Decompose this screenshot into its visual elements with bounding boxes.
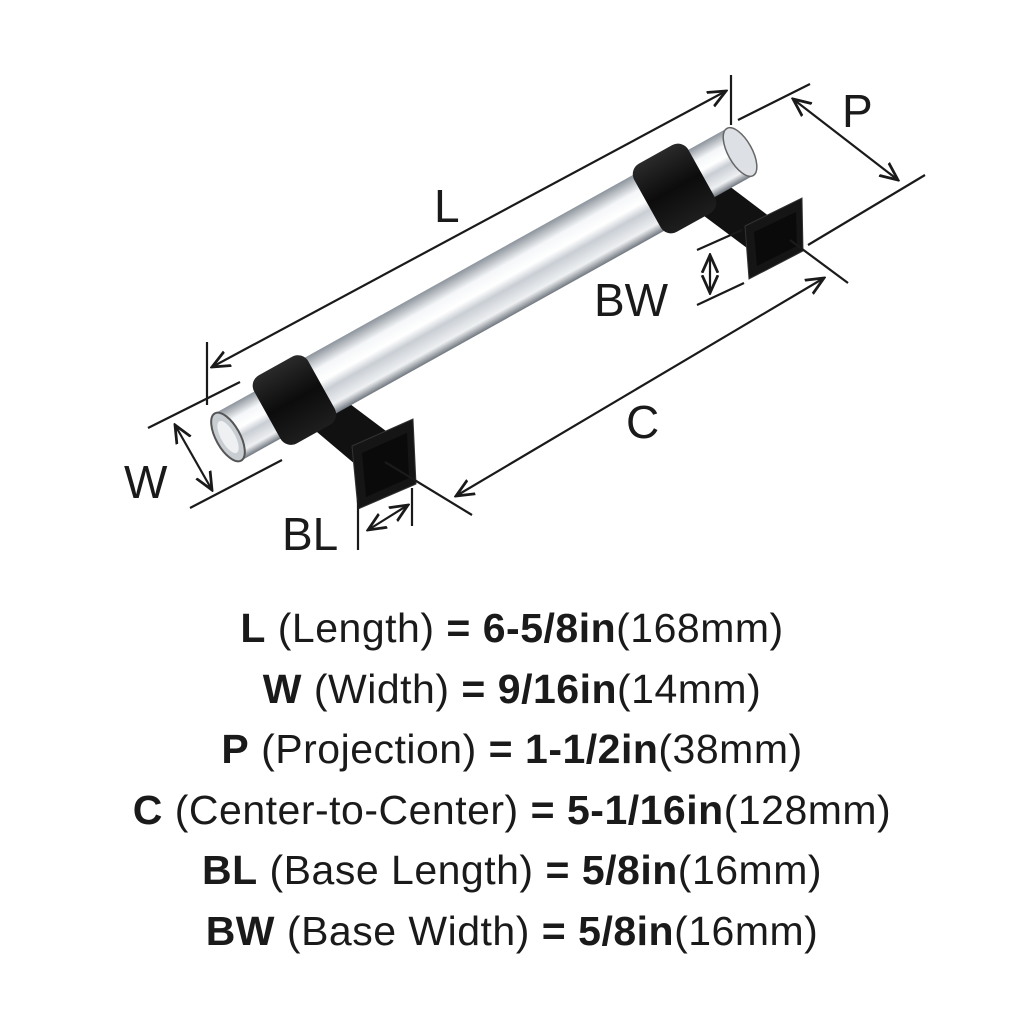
spec-inch: 5/8in [578,907,675,954]
spec-eq: = [446,605,471,651]
spec-name: (Width) [313,665,450,712]
dimension-lines [147,75,926,550]
spec-length: L (Length) = 6-5/8in(168mm) [0,598,1024,659]
label-p: P [842,85,873,137]
spec-key: L [240,605,266,651]
spec-eq: = [545,847,570,893]
spec-name: (Base Length) [269,847,534,893]
label-bw: BW [594,274,669,326]
spec-eq: = [461,665,486,712]
spec-name: (Base Width) [286,907,530,954]
spec-mm: (38mm) [658,726,803,772]
spec-key: P [221,726,250,772]
spec-inch: 5/8in [581,847,678,893]
spec-mm: (168mm) [616,605,784,651]
spec-base-width: BW (Base Width) = 5/8in(16mm) [0,901,1024,962]
spec-width: W (Width) = 9/16in(14mm) [0,659,1024,720]
spec-base-length: BL (Base Length) = 5/8in(16mm) [0,840,1024,901]
spec-key: C [132,786,163,833]
label-l: L [434,180,460,232]
handle-dimension-drawing: L P W BW C BL [124,75,926,560]
spec-inch: 9/16in [497,665,617,712]
spec-mm: (16mm) [677,847,823,893]
spec-eq: = [488,726,514,772]
handle-bar [210,126,758,463]
spec-mm: (128mm) [723,786,892,833]
spec-eq: = [530,786,556,833]
spec-projection: P (Projection) = 1-1/2in(38mm) [0,719,1024,780]
spec-name: (Length) [277,605,435,651]
spec-mm: (16mm) [674,907,819,954]
spec-inch: 5-1/16in [566,786,724,833]
spec-center-to-center: C (Center-to-Center) = 5-1/16in(128mm) [0,780,1024,841]
spec-inch: 6-5/8in [482,605,617,651]
spec-key: BW [205,907,276,954]
label-c: C [626,396,659,448]
spec-name: (Projection) [261,726,477,772]
spec-eq: = [541,907,567,954]
dimension-specs: L (Length) = 6-5/8in(168mm) W (Width) = … [0,598,1024,961]
spec-key: BL [201,847,258,893]
label-bl: BL [282,508,338,560]
spec-inch: 1-1/2in [525,726,659,772]
spec-name: (Center-to-Center) [174,786,519,833]
spec-key: W [262,665,302,712]
spec-mm: (14mm) [617,665,762,712]
label-w: W [124,456,168,508]
